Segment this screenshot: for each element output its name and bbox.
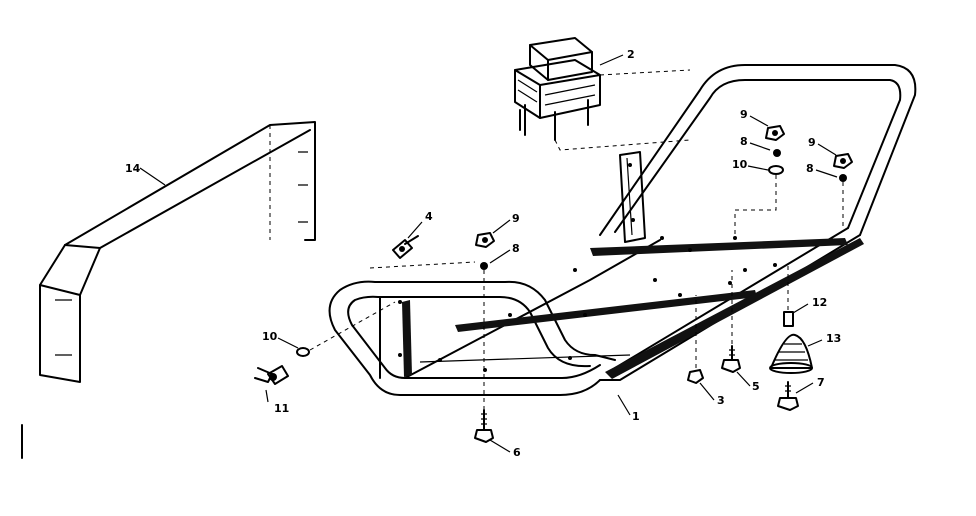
svg-text:10: 10 (262, 330, 278, 343)
svg-text:1: 1 (632, 410, 640, 423)
bolt-part-4 (392, 235, 419, 259)
callout-4: 4 (407, 210, 433, 239)
svg-text:8: 8 (806, 162, 814, 175)
bolt-part-6 (474, 409, 494, 443)
svg-text:14: 14 (125, 162, 141, 175)
callout-9-upper: 9 (740, 108, 769, 127)
assembly-guide-line (309, 301, 396, 351)
svg-text:4: 4 (425, 210, 433, 223)
nut-part-9-right (833, 153, 853, 169)
nut-part-9-center (475, 232, 495, 248)
washer-part-8-upper (773, 149, 781, 157)
washer-part-8-right (839, 174, 847, 182)
callout-9-right: 9 (808, 136, 837, 156)
svg-text:6: 6 (513, 446, 521, 459)
washer-part-8-center (480, 262, 488, 270)
svg-text:9: 9 (808, 136, 816, 149)
callout-8-right: 8 (806, 162, 838, 178)
svg-text:10: 10 (732, 158, 748, 171)
callout-12: 12 (792, 296, 827, 314)
nut-part-3 (687, 369, 704, 384)
callout-5: 5 (736, 371, 760, 393)
washer-part-10-upper (768, 165, 784, 175)
callout-13: 13 (807, 332, 841, 347)
svg-text:5: 5 (752, 380, 760, 393)
svg-text:9: 9 (740, 108, 748, 121)
bolt-part-7 (777, 381, 799, 411)
nut-part-9-upper (765, 125, 785, 141)
callout-7: 7 (795, 376, 825, 394)
callout-11: 11 (265, 389, 289, 415)
svg-text:8: 8 (512, 242, 520, 255)
callout-2: 2 (599, 48, 635, 66)
svg-text:2: 2 (627, 48, 635, 61)
callout-1: 1 (617, 394, 640, 423)
wing-nut-part-11 (254, 365, 289, 385)
assembly-guide-line (369, 261, 476, 269)
svg-text:8: 8 (740, 135, 748, 148)
svg-text:13: 13 (826, 332, 841, 345)
foot-part-13 (769, 333, 813, 374)
callout-8-center: 8 (489, 242, 520, 264)
bolt-part-5 (721, 345, 741, 373)
callout-8-upper: 8 (740, 135, 771, 151)
callout-10-lower: 10 (262, 330, 299, 349)
svg-text:9: 9 (512, 212, 520, 225)
svg-text:3: 3 (717, 394, 725, 407)
svg-text:7: 7 (817, 376, 825, 389)
callout-6: 6 (489, 439, 521, 459)
svg-text:12: 12 (812, 296, 827, 309)
frame-part-1 (328, 64, 917, 396)
callout-14: 14 (125, 162, 166, 186)
washer-part-10-lower (296, 347, 310, 357)
callout-3: 3 (699, 382, 725, 407)
assembly-guide-line (734, 175, 844, 240)
side-panel-part-14 (39, 121, 316, 383)
box-part-2 (514, 37, 691, 151)
spacer-part-12 (783, 311, 794, 327)
svg-text:11: 11 (274, 402, 289, 415)
callout-9-center: 9 (492, 212, 520, 234)
callout-10-upper: 10 (732, 158, 769, 171)
